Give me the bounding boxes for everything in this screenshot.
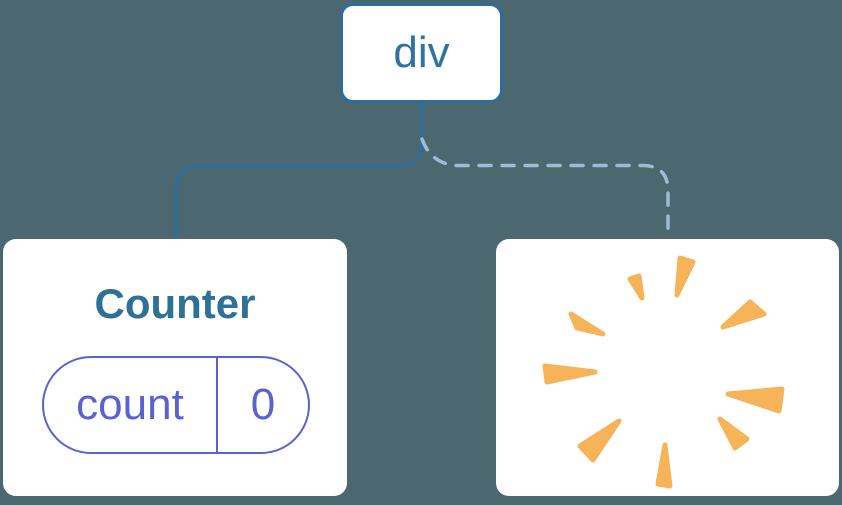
state-pill: count 0 <box>42 356 310 454</box>
poof-ray <box>655 442 673 489</box>
poof-ray <box>627 273 645 301</box>
poof-ray <box>717 416 750 451</box>
state-key-label: count <box>44 358 218 452</box>
poof-ray <box>720 299 767 330</box>
counter-card: Counter count 0 <box>3 239 347 496</box>
state-value-label: 0 <box>250 380 276 429</box>
poof-burst-icon <box>542 255 785 489</box>
component-title: Counter <box>94 280 256 327</box>
poof-ray <box>542 363 598 385</box>
connector-solid-to-counter <box>174 103 423 240</box>
root-node-label: div <box>393 28 450 77</box>
poof-ray <box>725 386 785 414</box>
poof-ray <box>674 255 696 298</box>
poof-ray <box>568 311 606 337</box>
poof-ray <box>577 418 622 463</box>
root-node-div: div <box>340 3 503 103</box>
removed-component-card <box>496 239 839 496</box>
connector-dashed-to-removed <box>420 137 670 239</box>
